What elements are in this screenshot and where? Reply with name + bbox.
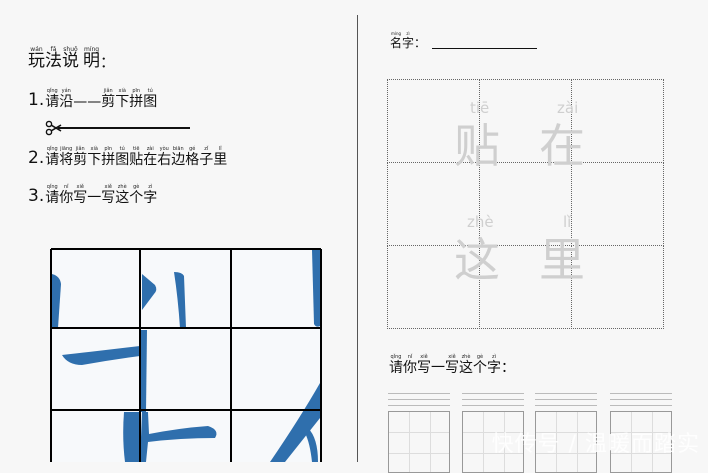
ghost-pinyin: lǐ bbox=[563, 213, 572, 231]
step-number: 2. bbox=[28, 148, 45, 168]
puzzle-stroke bbox=[142, 274, 157, 310]
ruby-char: — bbox=[73, 94, 88, 110]
ghost-char: 里 bbox=[539, 233, 585, 287]
paste-grid: tiē 贴 zài 在 zhè 这 lǐ 里 bbox=[387, 79, 664, 329]
grid-lines bbox=[50, 248, 322, 462]
ghost-char: 在 bbox=[539, 119, 585, 173]
puzzle-stroke bbox=[305, 428, 318, 462]
step-number: 1. bbox=[28, 90, 45, 110]
ghost-char: 这 bbox=[454, 233, 500, 287]
ghost-pinyin: zài bbox=[557, 99, 579, 117]
page-divider bbox=[357, 15, 358, 462]
watermark: 快传号 / 温暖而踏实 bbox=[491, 432, 700, 457]
step-number: 3. bbox=[28, 186, 45, 206]
ghost-char: 贴 bbox=[454, 119, 500, 173]
cut-line bbox=[45, 120, 190, 136]
name-colon: ： bbox=[414, 36, 427, 50]
scissors-icon bbox=[45, 120, 62, 136]
puzzle-stroke bbox=[52, 274, 61, 328]
ruby-char: 一 bbox=[431, 360, 445, 376]
ruby-char: 一 bbox=[87, 190, 102, 206]
puzzle-grid bbox=[50, 248, 322, 462]
name-input-line[interactable] bbox=[432, 36, 538, 49]
colon: ： bbox=[501, 360, 515, 376]
puzzle-stroke bbox=[140, 412, 217, 462]
puzzle-stroke bbox=[62, 346, 140, 365]
ghost-pinyin: zhè bbox=[467, 213, 494, 231]
ghost-pinyin: tiē bbox=[470, 99, 490, 117]
puzzle-stroke bbox=[270, 383, 320, 462]
puzzle-stroke bbox=[174, 272, 186, 328]
puzzle-stroke bbox=[123, 412, 140, 462]
title-colon: ： bbox=[100, 53, 116, 71]
puzzle-stroke bbox=[312, 250, 320, 327]
ruby-char: — bbox=[87, 94, 102, 110]
writing-box[interactable] bbox=[388, 393, 450, 473]
